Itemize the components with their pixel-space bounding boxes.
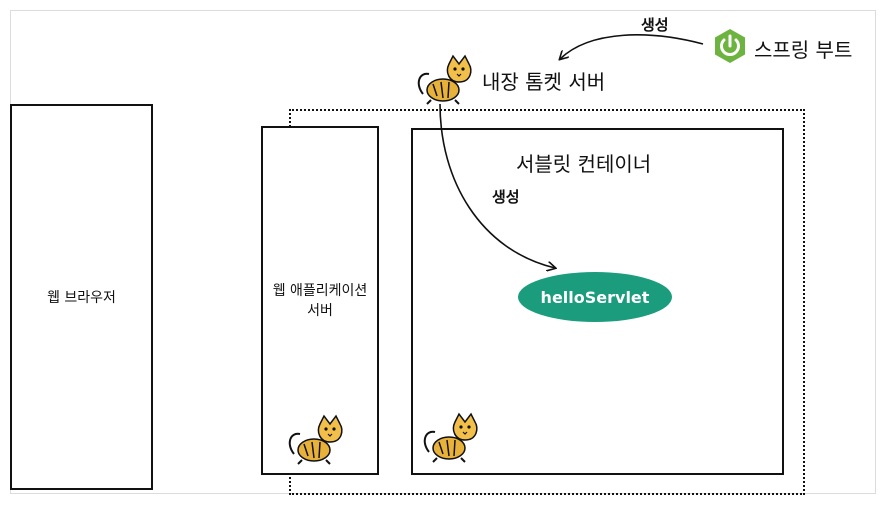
hello-servlet-label: helloServlet (540, 287, 650, 307)
spring-to-tomcat-arrow (560, 34, 704, 59)
was-label-line1: 웹 애플리케이션 (272, 282, 368, 299)
tomcat-to-servlet-arrow (439, 103, 555, 268)
web-browser-box: 웹 브라우저 (10, 104, 153, 490)
embedded-tomcat-label: 내장 톰켓 서버 (482, 70, 606, 94)
tomcat-cat-icon (423, 412, 478, 463)
was-label: 웹 애플리케이션 서버 (273, 281, 368, 321)
spring-boot-label: 스프링 부트 (754, 38, 853, 62)
hello-servlet-node: helloServlet (518, 272, 672, 322)
was-label-line2: 서버 (307, 302, 333, 319)
servlet-container-title: 서블릿 컨테이너 (516, 152, 652, 176)
web-browser-label: 웹 브라우저 (47, 290, 116, 306)
spring-power-icon (715, 29, 745, 63)
was-box: 웹 애플리케이션 서버 (261, 126, 379, 475)
tomcat-create-label: 생성 (492, 188, 520, 206)
tomcat-cat-icon (288, 414, 343, 465)
tomcat-cat-icon (417, 54, 472, 105)
spring-create-label: 생성 (641, 16, 669, 34)
